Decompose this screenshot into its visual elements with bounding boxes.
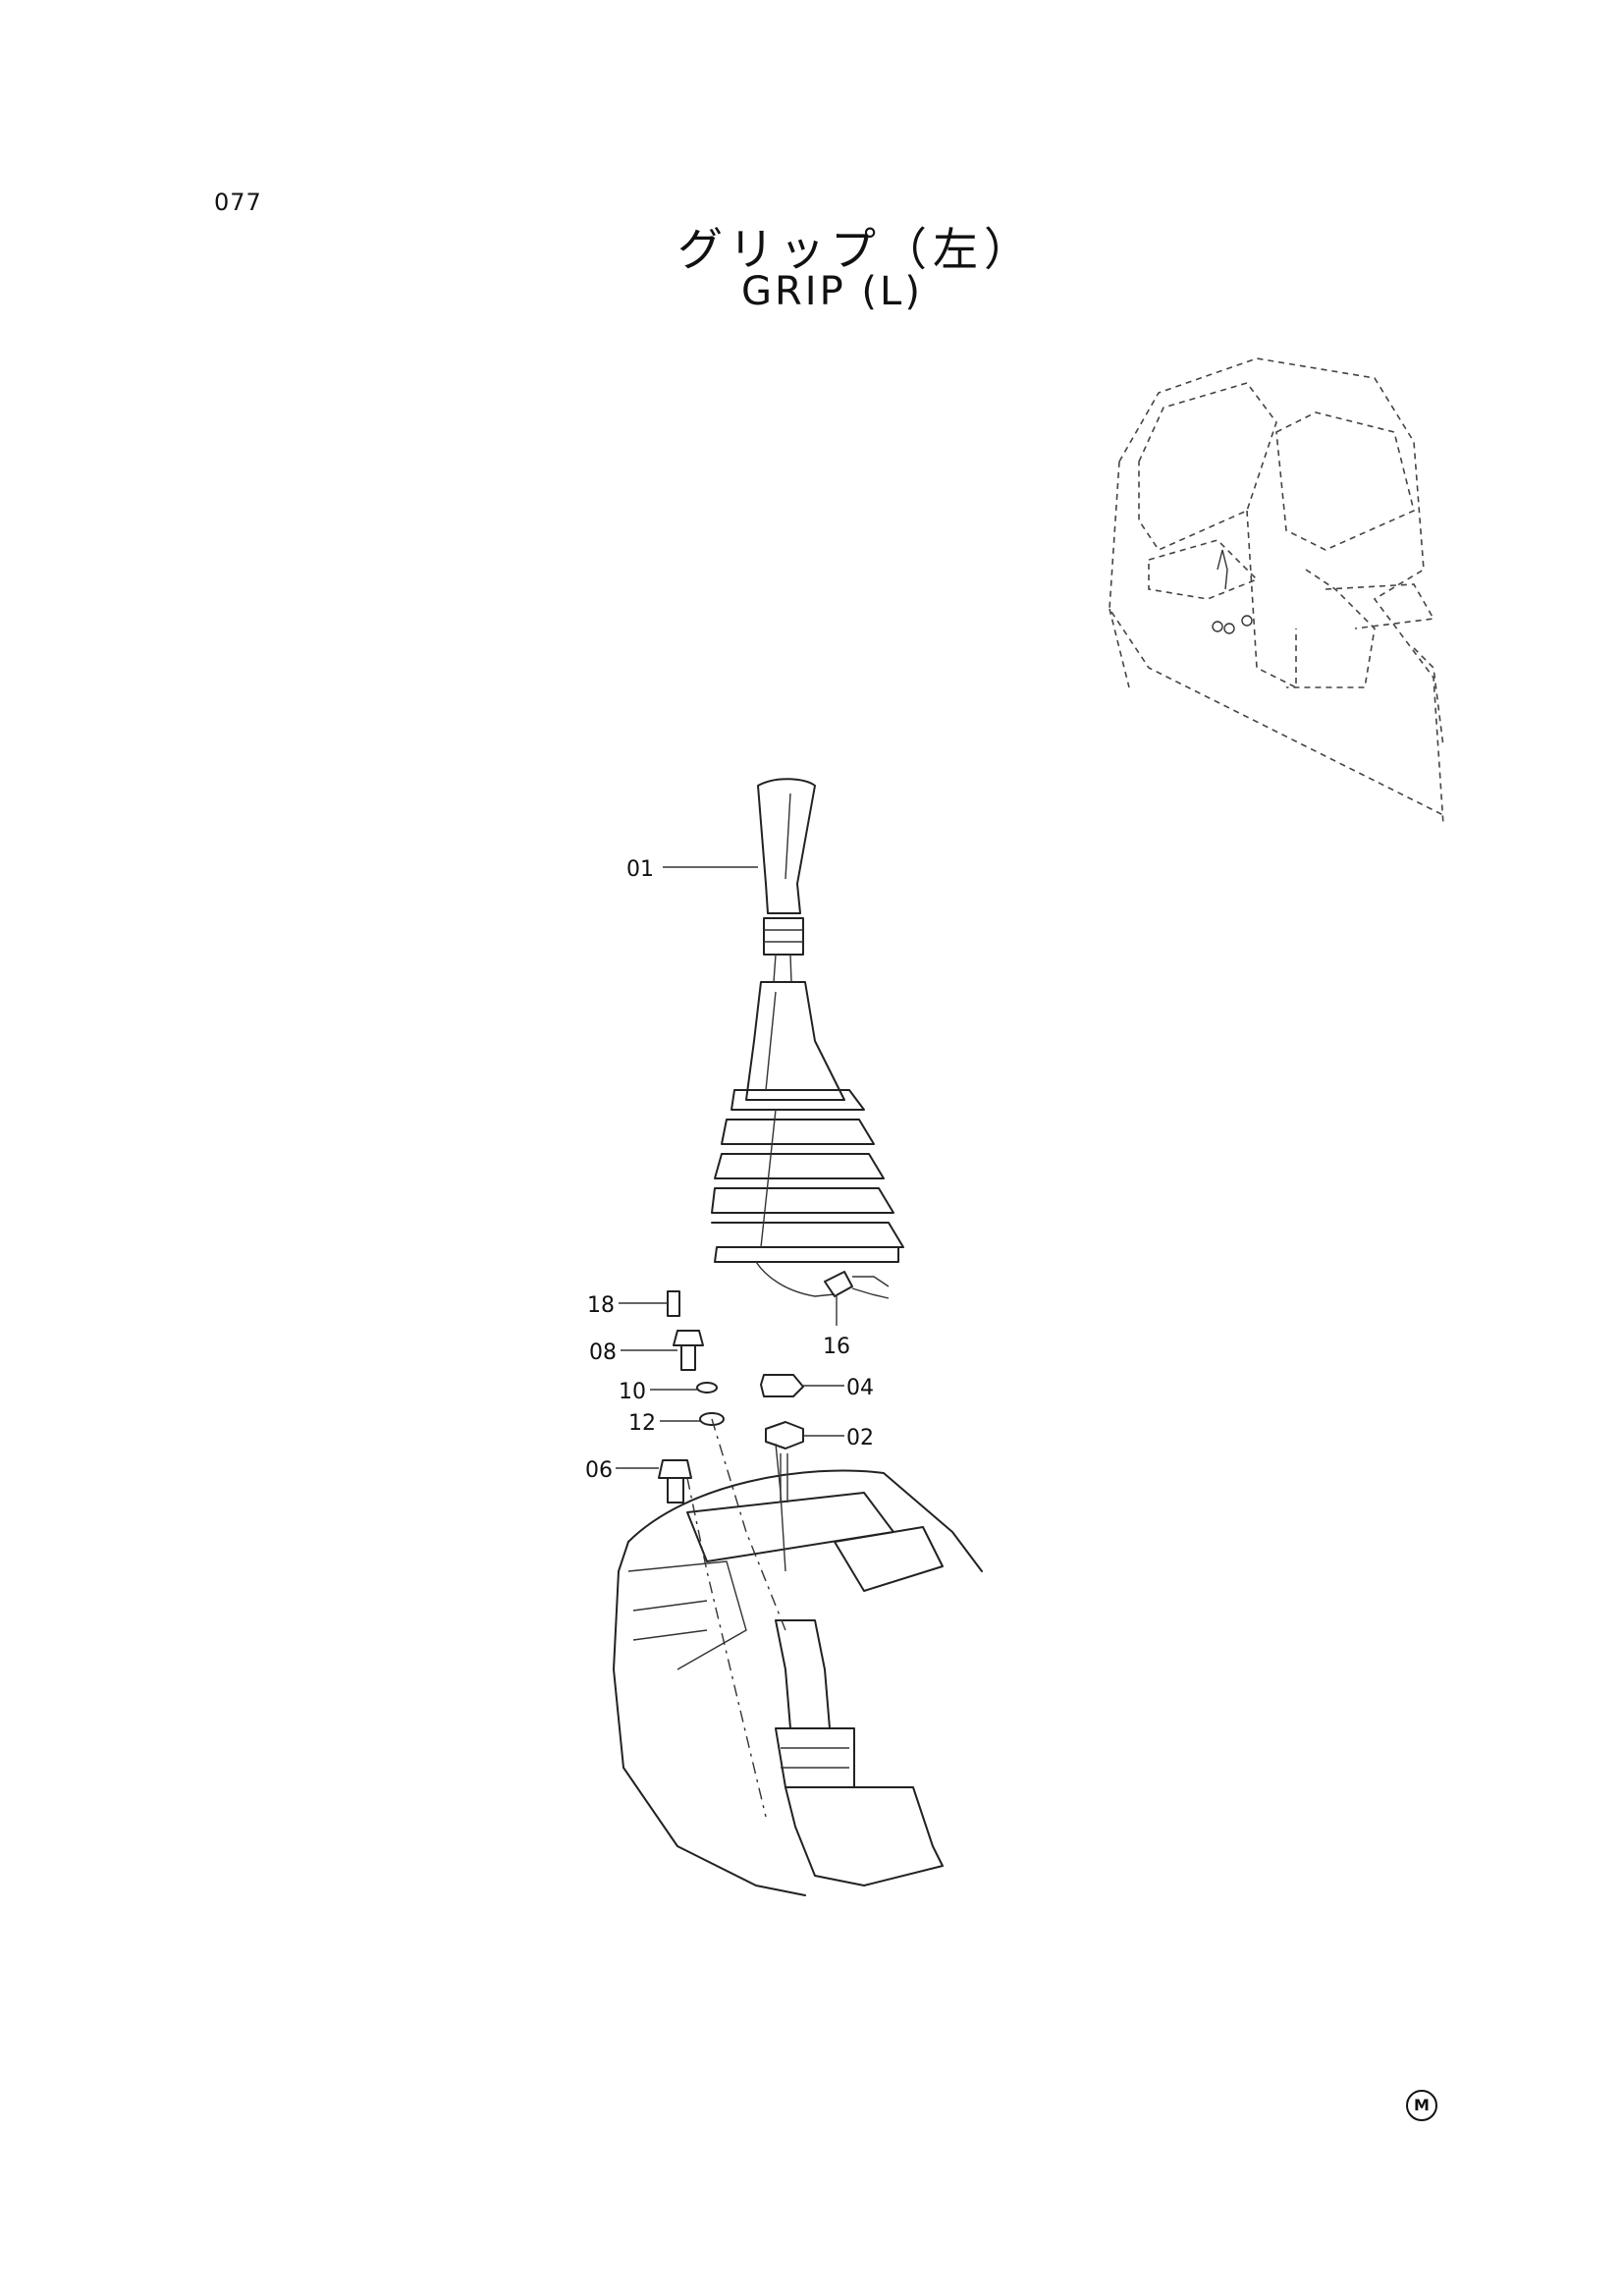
callout-18: 18	[587, 1293, 615, 1318]
callout-12: 12	[628, 1411, 656, 1436]
callout-01: 01	[626, 857, 654, 882]
washer-12	[699, 1412, 725, 1426]
page-number: 077	[214, 189, 262, 216]
clamp-04	[760, 1374, 804, 1397]
callout-06: 06	[585, 1458, 613, 1483]
callout-02: 02	[846, 1426, 874, 1450]
callout-16: 16	[823, 1335, 850, 1359]
pin-18	[667, 1290, 680, 1317]
bolt-06	[658, 1459, 692, 1503]
callout-04: 04	[846, 1376, 874, 1400]
m-mark: M	[1406, 2090, 1437, 2121]
console-and-valve	[613, 1418, 983, 1896]
rubber-boot	[711, 981, 904, 1299]
nut-02	[765, 1421, 804, 1449]
title-english: GRIP (L)	[741, 269, 923, 314]
grip-knob	[757, 778, 816, 983]
callout-10: 10	[619, 1380, 646, 1404]
leader-lines	[616, 866, 844, 1469]
callout-08: 08	[589, 1340, 617, 1365]
title-japanese: グリップ（左）	[677, 223, 1035, 276]
washer-10	[696, 1382, 718, 1394]
bolt-08	[673, 1330, 704, 1371]
cab-locator-drawing	[1109, 357, 1444, 826]
